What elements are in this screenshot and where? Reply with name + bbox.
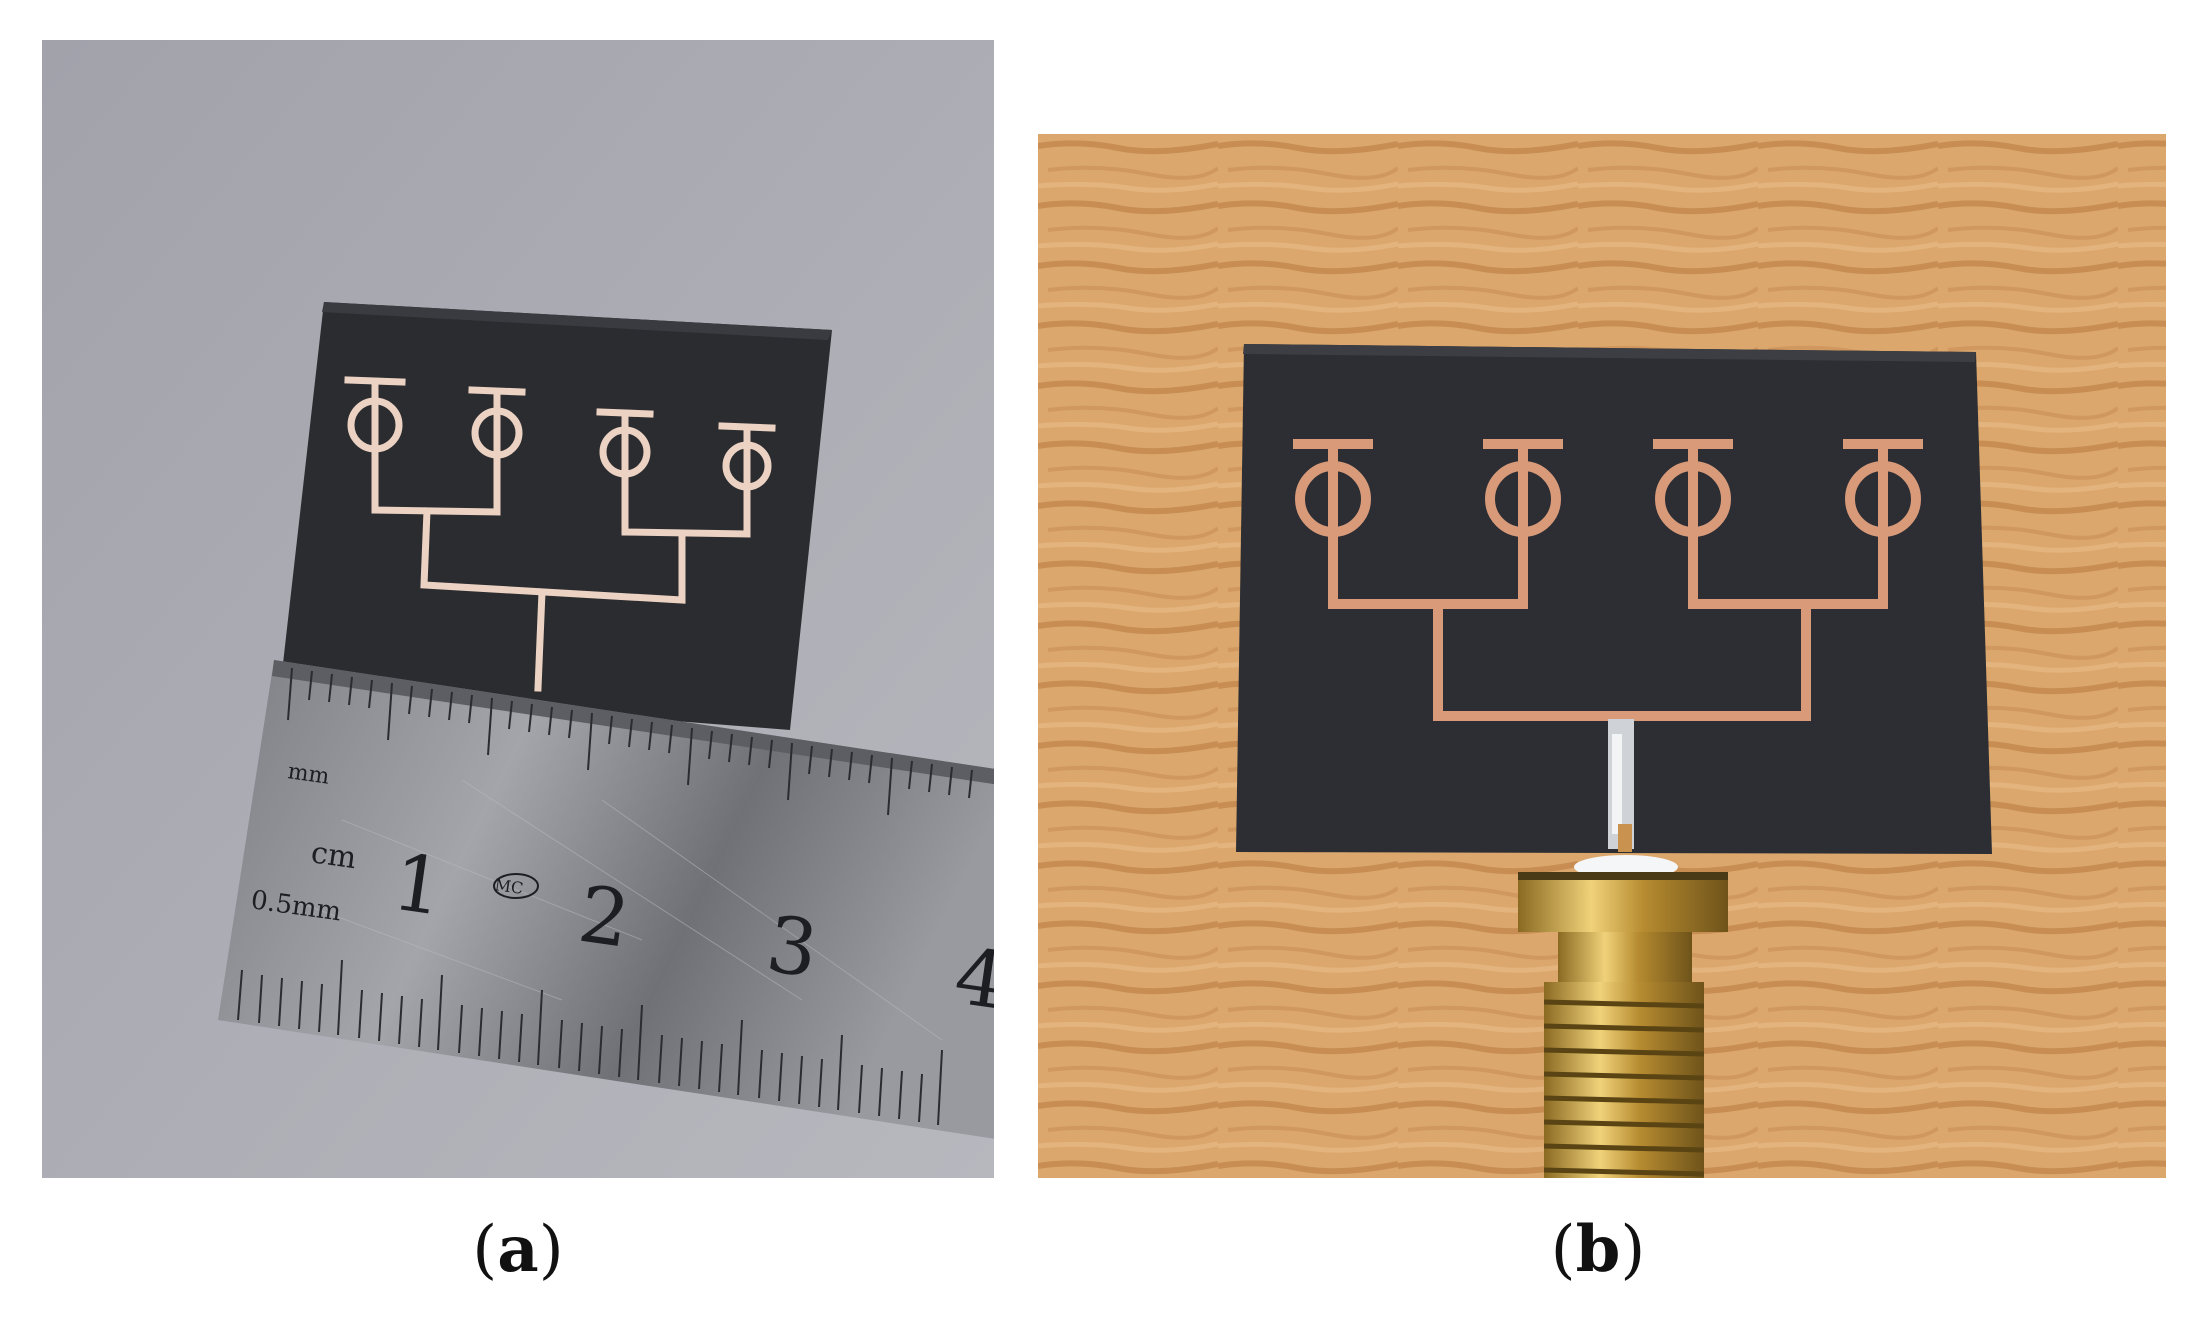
photo-panel-a: mm cm 0.5mm 1 MC 2 3 4 bbox=[42, 40, 994, 1178]
ruler-number-1: 1 bbox=[387, 838, 449, 934]
copper-feed-network bbox=[344, 376, 776, 692]
ruler-number-2: 2 bbox=[573, 870, 635, 966]
antenna-with-ruler-photo: mm cm 0.5mm 1 MC 2 3 4 bbox=[42, 40, 994, 1178]
caption-a-letter: a bbox=[497, 1212, 539, 1287]
connector-thread bbox=[1543, 982, 1705, 1178]
photo-panel-b bbox=[1038, 134, 2166, 1178]
sma-connector bbox=[1518, 719, 1728, 1178]
caption-b-letter: b bbox=[1575, 1212, 1621, 1287]
copper-feed-network bbox=[1293, 439, 1923, 721]
steel-ruler: mm cm 0.5mm 1 MC 2 3 4 bbox=[218, 660, 994, 1139]
antenna-board bbox=[1236, 344, 1992, 854]
ruler-number-3: 3 bbox=[761, 900, 823, 996]
caption-a: (a) bbox=[418, 1218, 618, 1283]
ruler-logo: MC bbox=[493, 875, 524, 898]
caption-b-close: ) bbox=[1620, 1213, 1646, 1287]
ruler-mm-label: mm bbox=[286, 759, 331, 790]
caption-b: (b) bbox=[1498, 1218, 1698, 1283]
antenna-with-connector-photo bbox=[1038, 134, 2166, 1178]
caption-b-open: ( bbox=[1550, 1213, 1576, 1287]
caption-a-open: ( bbox=[472, 1213, 498, 1287]
caption-a-close: ) bbox=[538, 1213, 564, 1287]
ruler-cm-label: cm bbox=[309, 835, 359, 876]
antenna-board bbox=[280, 302, 832, 730]
